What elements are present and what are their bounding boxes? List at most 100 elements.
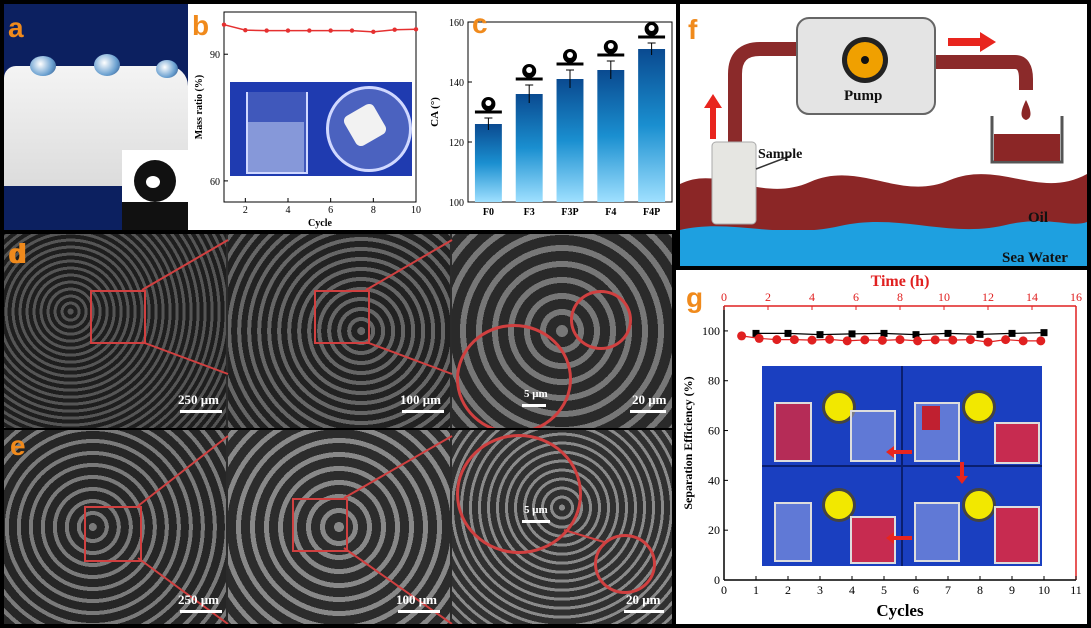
data-point: [413, 27, 419, 32]
y-axis-label: Separation Efficiency (%): [681, 376, 695, 509]
data-point: [965, 335, 975, 345]
beaker-photo-inset: [230, 82, 412, 176]
droplet-highlight: [607, 43, 614, 49]
data-point: [371, 29, 376, 35]
series-line: [756, 332, 1045, 336]
data-point: [772, 335, 782, 345]
x-tick-label: 0: [721, 583, 727, 597]
data-point: [983, 337, 993, 347]
pipe: [728, 42, 800, 149]
y-tick-label: 100: [449, 198, 464, 209]
panel-label-d-top: d: [10, 238, 28, 269]
x-tick-label: F4P: [643, 207, 660, 218]
x-tick-label: 6: [913, 583, 919, 597]
scale-label: 250 μm: [178, 592, 219, 607]
oil-label: Oil: [1028, 210, 1048, 226]
y-tick-label: 140: [449, 78, 464, 89]
data-point: [1008, 329, 1016, 337]
y-tick-label: 20: [708, 523, 720, 537]
data-point: [328, 28, 333, 33]
scale-label: 20 μm: [626, 592, 661, 607]
panel-label-e: e: [10, 430, 26, 461]
top-x-tick-label: 14: [1026, 290, 1038, 304]
x-tick-label: F3P: [561, 207, 578, 218]
x-tick-label: 5: [881, 583, 887, 597]
zoom-box: [292, 498, 348, 552]
top-x-tick-label: 6: [853, 290, 859, 304]
scale-label: 100 μm: [400, 392, 441, 407]
contact-angle-inset: [122, 150, 188, 230]
y-tick-label: 60: [708, 424, 720, 438]
data-point: [307, 28, 312, 33]
oil-layer: [680, 174, 1087, 230]
zoom-box: [314, 290, 370, 344]
x-tick-label: 7: [945, 583, 951, 597]
sem-image-e1: [4, 430, 226, 624]
panel-label-f: f: [688, 14, 698, 45]
water-droplet: [94, 54, 120, 76]
arrow-left-icon: [886, 446, 912, 458]
data-point: [392, 27, 397, 32]
data-point: [264, 28, 269, 33]
pump-label: Pump: [844, 88, 882, 104]
data-point: [752, 329, 760, 337]
water-droplet: [156, 60, 178, 78]
data-point: [784, 329, 792, 337]
y-tick-label: 80: [708, 374, 720, 388]
oil-drop: [1021, 100, 1031, 120]
x-tick-label: 11: [1070, 583, 1082, 597]
scale-bar: [402, 410, 444, 413]
arrow-up-icon: [704, 94, 722, 139]
panel-label-b: b: [192, 10, 210, 41]
x-tick-label: 8: [977, 583, 983, 597]
x-axis-label: Cycle: [308, 218, 332, 229]
scale-label: 20 μm: [632, 392, 667, 407]
data-point: [737, 331, 747, 341]
y-axis-label: CA (°): [429, 97, 441, 127]
data-point: [913, 336, 923, 346]
data-point: [825, 334, 835, 344]
bar: [515, 94, 543, 202]
bar: [638, 49, 666, 202]
data-point: [1001, 335, 1011, 345]
y-tick-label: 90: [210, 50, 220, 61]
data-point: [816, 331, 824, 339]
water-wave: [680, 221, 1087, 266]
scale-bar: [398, 610, 440, 613]
x-tick-label: F4: [605, 207, 616, 218]
zoom-circle: [594, 534, 656, 594]
top-x-tick-label: 16: [1070, 290, 1082, 304]
top-x-tick-label: 2: [765, 290, 771, 304]
collection-beaker: [990, 116, 1064, 164]
zoom-box: [84, 506, 142, 562]
scale-bar: [180, 610, 222, 613]
scale-bar: [180, 410, 222, 413]
top-x-tick-label: 12: [982, 290, 994, 304]
data-point: [848, 330, 856, 338]
data-point: [807, 335, 817, 345]
sample-label: Sample: [758, 147, 802, 162]
data-point: [243, 27, 248, 33]
x-tick-label: F0: [483, 207, 494, 218]
x-tick-label: 10: [411, 205, 421, 216]
x-tick-label: 2: [785, 583, 791, 597]
top-x-tick-label: 0: [721, 290, 727, 304]
x-tick-label: F3: [524, 207, 535, 218]
arrow-down-icon: [956, 462, 968, 484]
sem-image-d1: [4, 234, 226, 428]
scale-label: 100 μm: [396, 592, 437, 607]
panel-label-d: d: [8, 238, 26, 269]
scale-bar: [630, 410, 666, 413]
data-point: [976, 330, 984, 338]
x-tick-label: 3: [817, 583, 823, 597]
x-tick-label: 4: [849, 583, 855, 597]
zoom-box: [90, 290, 146, 344]
panel-e: e 250 μm 100 μm 5 μm 20 μm: [4, 430, 672, 624]
y-tick-label: 40: [708, 473, 720, 487]
x-tick-label: 1: [753, 583, 759, 597]
x-tick-label: 8: [371, 205, 376, 216]
plot-frame: [223, 11, 417, 203]
